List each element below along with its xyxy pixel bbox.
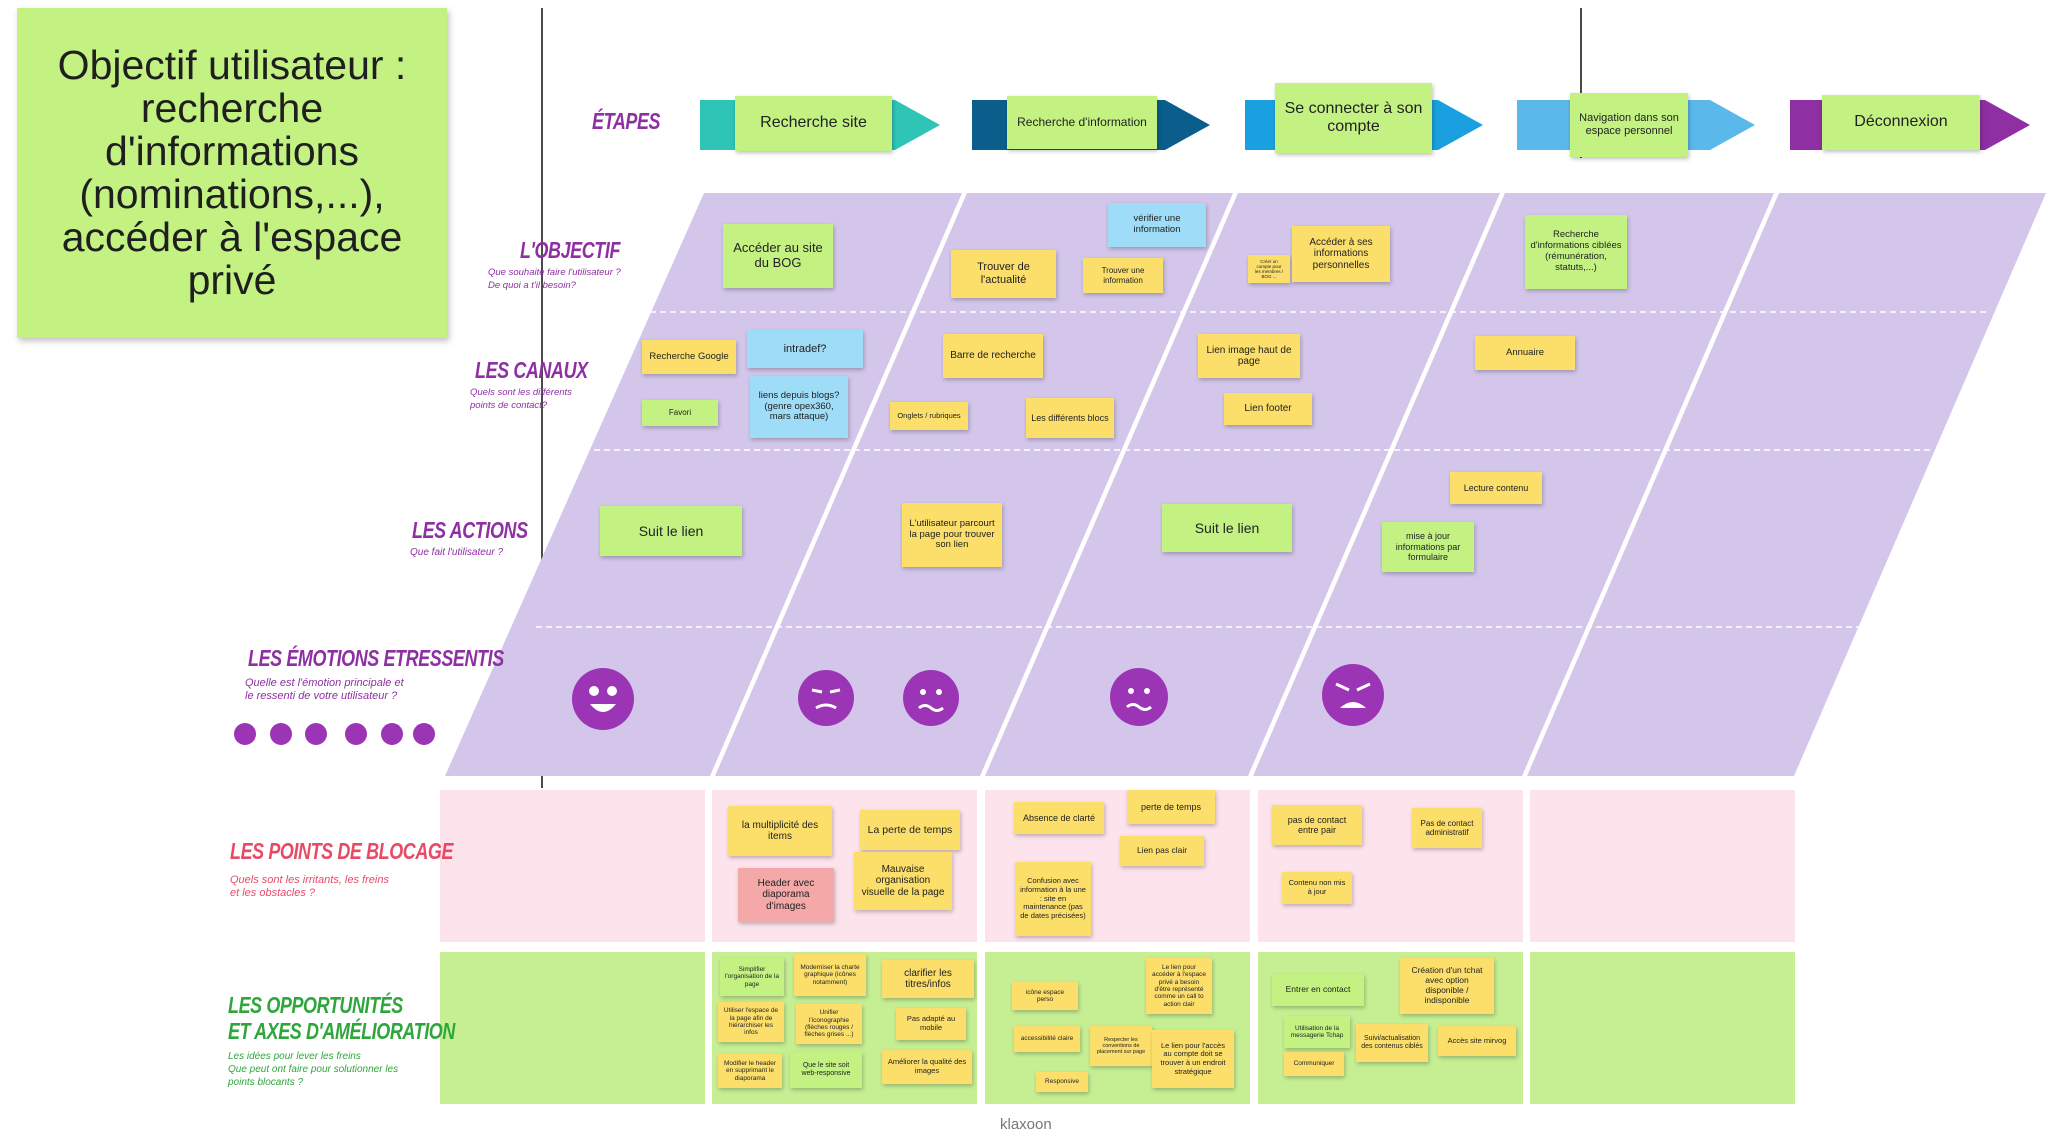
emotion-legend-face-icon xyxy=(270,723,292,745)
sticky-note[interactable]: Respecter les conventions de placement s… xyxy=(1090,1026,1152,1066)
sticky-note[interactable]: Lien pas clair xyxy=(1120,836,1204,866)
sticky-note[interactable]: icône espace perso xyxy=(1012,982,1078,1010)
row-actions-title: LES ACTIONS xyxy=(412,517,528,543)
sticky-note[interactable]: La perte de temps xyxy=(860,810,960,850)
sticky-note[interactable]: perte de temps xyxy=(1127,790,1215,824)
row-opportunites-title2: ET AXES D'AMÉLIORATION xyxy=(228,1018,455,1044)
sticky-note[interactable]: Utilisation de la messagerie Tchap xyxy=(1284,1016,1350,1048)
emotion-legend-face-icon xyxy=(305,723,327,745)
step-se-connecter[interactable]: Se connecter à son compte xyxy=(1275,83,1432,153)
sticky-note[interactable]: Recherche d'informations ciblées (rémuné… xyxy=(1525,215,1627,289)
angry-face-icon xyxy=(1322,664,1384,726)
sticky-note[interactable]: Moderniser la charte graphique (icônes n… xyxy=(794,954,866,996)
sticky-note[interactable]: Accéder à ses informations personnelles xyxy=(1292,226,1390,282)
sticky-note[interactable]: Onglets / rubriques xyxy=(890,402,968,430)
sticky-note[interactable]: Accéder au site du BOG xyxy=(723,224,833,288)
sticky-note[interactable]: Lecture contenu xyxy=(1450,472,1542,504)
sticky-note[interactable]: Lien footer xyxy=(1224,393,1312,425)
divider-line xyxy=(1580,8,1582,158)
row-opportunites-title: LES OPPORTUNITÉS xyxy=(228,992,403,1018)
sticky-note[interactable]: pas de contact entre pair xyxy=(1272,805,1362,845)
row-emotions-sub: Quelle est l'émotion principale et le re… xyxy=(245,677,404,702)
klaxoon-logo: klaxoon xyxy=(1000,1116,1052,1133)
sticky-note[interactable]: L'utilisateur parcourt la page pour trou… xyxy=(902,503,1002,567)
sticky-note[interactable]: clarifier les titres/infos xyxy=(882,960,974,998)
row-objectif-title: L'OBJECTIF xyxy=(520,237,621,263)
row-blocage-title: LES POINTS DE BLOCAGE xyxy=(230,838,454,864)
sticky-note[interactable]: Favori xyxy=(642,400,718,426)
sticky-note[interactable]: Modifier le header en supprimant le diap… xyxy=(718,1054,782,1088)
sticky-note[interactable]: Suit le lien xyxy=(600,506,742,556)
sticky-note[interactable]: la multiplicité des items xyxy=(728,806,832,856)
sticky-note[interactable]: accessibilité claire xyxy=(1014,1026,1080,1052)
row-canaux-title: LES CANAUX xyxy=(475,357,588,383)
opportunite-lane-1 xyxy=(440,952,705,1104)
sticky-note[interactable]: Utiliser l'espace de la page afin de hié… xyxy=(718,1002,784,1042)
blocage-lane-1 xyxy=(440,790,705,942)
opportunite-lane-5 xyxy=(1530,952,1795,1104)
sticky-note[interactable]: Suivi/actualisation des contenus ciblés xyxy=(1356,1024,1428,1062)
sticky-note[interactable]: Entrer en contact xyxy=(1272,974,1364,1006)
sticky-note[interactable]: Mauvaise organisation visuelle de la pag… xyxy=(854,852,952,910)
sticky-note[interactable]: Header avec diaporama d'images xyxy=(738,868,834,922)
lane-stage-2 xyxy=(715,193,1233,776)
sticky-note[interactable]: Accès site mirvog xyxy=(1438,1026,1516,1056)
step-navigation-espace[interactable]: Navigation dans son espace personnel xyxy=(1570,93,1688,157)
emotion-legend-face-icon xyxy=(345,723,367,745)
confused-face-icon xyxy=(1110,668,1168,726)
confused-face-icon xyxy=(903,670,959,726)
happy-face-icon xyxy=(572,668,634,730)
row-canaux-sub: Quels sont les différents points de cont… xyxy=(470,387,572,411)
sticky-note[interactable]: Recherche Google xyxy=(642,340,736,374)
step-recherche-information[interactable]: Recherche d'information xyxy=(1007,96,1157,149)
sticky-note[interactable]: Que le site soit web-responsive xyxy=(790,1052,862,1088)
sticky-note[interactable]: intradef? xyxy=(747,330,863,368)
sticky-note[interactable]: Le lien pour l'accès au compte doit se t… xyxy=(1152,1030,1234,1088)
sticky-note[interactable]: Simplifier l'organisation de la page xyxy=(720,958,784,996)
user-goal-note[interactable]: Objectif utilisateur : recherche d'infor… xyxy=(17,8,447,338)
sticky-note[interactable]: liens depuis blogs? (genre opex360, mars… xyxy=(750,376,848,438)
sticky-note[interactable]: Améliorer la qualité des images xyxy=(882,1050,972,1084)
emotion-legend-face-icon xyxy=(413,723,435,745)
row-actions-sub: Que fait l'utilisateur ? xyxy=(410,547,504,558)
lane-stage-5 xyxy=(1527,193,2046,776)
sticky-note[interactable]: Absence de clarté xyxy=(1014,802,1104,834)
sticky-note[interactable]: vérifier une information xyxy=(1108,203,1206,247)
sticky-note[interactable]: mise à jour informations par formulaire xyxy=(1382,522,1474,572)
emotion-legend-face-icon xyxy=(234,723,256,745)
sticky-note[interactable]: Pas de contact administratif xyxy=(1412,808,1482,848)
sticky-note[interactable]: Lien image haut de page xyxy=(1198,334,1300,378)
sticky-note[interactable]: Le lien pour accéder à l'espace privé a … xyxy=(1146,958,1212,1014)
anxious-face-icon xyxy=(798,670,854,726)
emotion-legend-face-icon xyxy=(381,723,403,745)
row-objectif-sub: Que souhaite faire l'utilisateur ? De qu… xyxy=(488,267,621,291)
step-recherche-site[interactable]: Recherche site xyxy=(735,96,892,151)
sticky-note[interactable]: Contenu non mis à jour xyxy=(1282,872,1352,904)
sticky-note[interactable]: Trouver une information xyxy=(1083,258,1163,293)
blocage-lane-5 xyxy=(1530,790,1795,942)
row-opportunites-sub: Les idées pour lever les freins Que peut… xyxy=(228,1051,399,1088)
step-deconnexion[interactable]: Déconnexion xyxy=(1822,95,1980,150)
sticky-note[interactable]: Création d'un tchat avec option disponib… xyxy=(1400,958,1494,1014)
sticky-note[interactable]: Suit le lien xyxy=(1162,504,1292,552)
sticky-note[interactable]: Responsive xyxy=(1036,1072,1088,1092)
sticky-note[interactable]: Communiquer xyxy=(1284,1052,1344,1076)
sticky-note[interactable]: Confusion avec information à la une : si… xyxy=(1015,862,1091,936)
row-emotions-title: LES ÉMOTIONS ETRESSENTIS xyxy=(248,645,504,671)
row-blocage-sub: Quels sont les irritants, les freins et … xyxy=(230,874,389,899)
etapes-heading: ÉTAPES xyxy=(592,108,661,134)
sticky-note[interactable]: Trouver de l'actualité xyxy=(951,250,1056,298)
sticky-note[interactable]: Créer un compte pour les membres / BOG .… xyxy=(1248,255,1290,283)
sticky-note[interactable]: Annuaire xyxy=(1475,336,1575,370)
sticky-note[interactable]: Barre de recherche xyxy=(943,334,1043,378)
lane-stage-3 xyxy=(985,193,1500,776)
divider-line xyxy=(541,8,543,788)
sticky-note[interactable]: Les différents blocs xyxy=(1026,398,1114,438)
sticky-note[interactable]: Pas adapté au mobile xyxy=(896,1008,966,1040)
sticky-note[interactable]: Unifier l'iconographie (flèches rouges /… xyxy=(796,1004,862,1044)
